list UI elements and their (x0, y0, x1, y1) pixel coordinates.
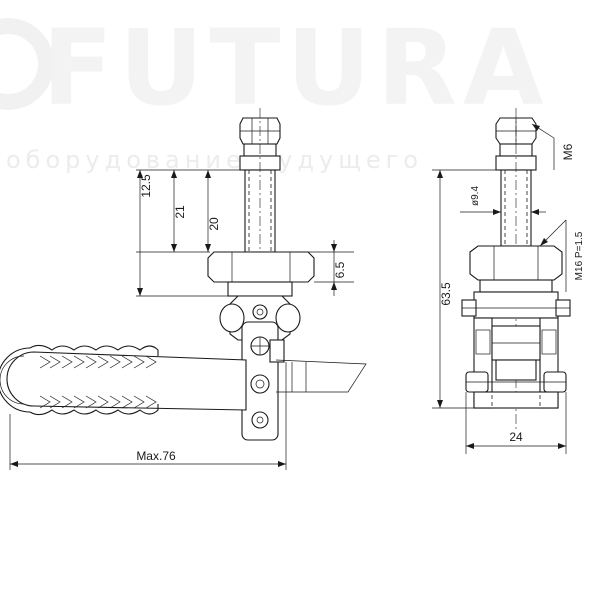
dim-m16: M16 P=1.5 (574, 231, 585, 280)
dim-m6: M6 (561, 143, 575, 160)
watermark: FUTURA оборудование будущего (0, 7, 549, 174)
clamp-body (219, 295, 301, 441)
dim-24: 24 (509, 430, 523, 444)
front-main-nut (469, 245, 563, 293)
watermark-logo-ring (0, 18, 54, 110)
handle (0, 344, 367, 416)
front-view: M6 ø9.4 M16 P=1.5 63.5 24 (432, 108, 585, 454)
watermark-tagline: оборудование будущего (6, 146, 423, 174)
side-view-dimensions: 12.5 21 20 6.5 Max.76 (9, 169, 354, 470)
dim-20: 20 (207, 217, 221, 231)
dim-max-76: Max.76 (136, 449, 176, 463)
dim-6-5: 6.5 (333, 261, 347, 278)
front-view-dimensions: M6 ø9.4 M16 P=1.5 63.5 24 (432, 123, 585, 454)
front-yoke (461, 291, 571, 409)
dim-21: 21 (173, 205, 187, 219)
dim-12-5: 12.5 (139, 174, 153, 198)
watermark-brand: FUTURA (42, 7, 549, 129)
main-hex-nut (207, 251, 315, 297)
dim-diameter: ø9.4 (470, 186, 481, 206)
side-view: 12.5 21 20 6.5 Max.76 (0, 108, 367, 470)
dim-63-5: 63.5 (439, 282, 453, 306)
front-stud (500, 108, 532, 432)
